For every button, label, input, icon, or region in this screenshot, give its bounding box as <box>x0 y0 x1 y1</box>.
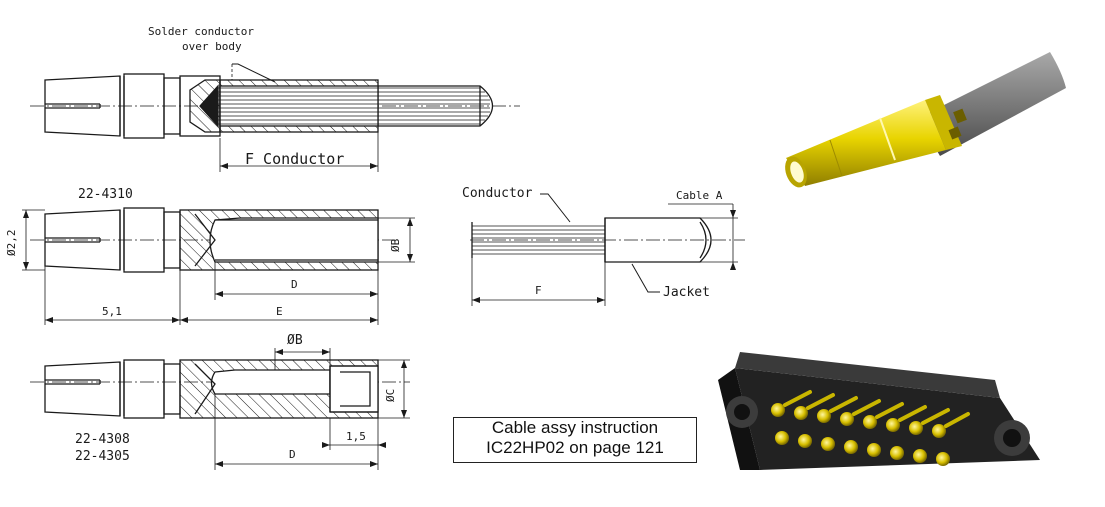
diameter-2-2-label: Ø2,2 <box>5 229 18 257</box>
dimension-1-5-label: 1,5 <box>346 430 366 443</box>
connector-3d-render <box>718 352 1040 470</box>
view-cable-strip <box>470 193 745 306</box>
solder-label-line2: over body <box>182 40 242 53</box>
part-number-22-4308: 22-4308 <box>75 432 130 447</box>
view-soldered-contact <box>30 63 520 172</box>
diameter-b-side-label: ØB <box>389 238 402 252</box>
f-conductor-dimension-label: F Conductor <box>245 150 345 168</box>
dimension-f-label: F <box>535 284 542 297</box>
part-number-22-4310: 22-4310 <box>78 187 133 202</box>
dimension-e-label: E <box>276 305 283 318</box>
note-line-1: Cable assy instruction <box>491 418 659 437</box>
dimension-d-label: D <box>291 278 298 291</box>
cable-a-label: Cable A <box>676 189 723 202</box>
diameter-b-top-label: ØB <box>287 333 303 348</box>
assembly-instruction-note: Cable assy instruction IC22HP02 on page … <box>453 417 697 463</box>
solder-label-line1: Solder conductor <box>148 25 254 38</box>
dimension-5-1-label: 5,1 <box>102 305 122 318</box>
jacket-label: Jacket <box>663 285 710 300</box>
connector-pins <box>771 403 950 466</box>
diameter-c-label: ØC <box>384 388 397 402</box>
part-number-22-4305: 22-4305 <box>75 449 130 464</box>
view-contact-22-4310 <box>22 207 415 325</box>
conductor-label: Conductor <box>462 186 533 201</box>
view-contact-22-4308 <box>30 348 410 470</box>
note-line-2: IC22HP02 on page 121 <box>486 438 664 457</box>
dimension-d-bottom-label: D <box>289 448 296 461</box>
contact-3d-render <box>785 52 1066 188</box>
